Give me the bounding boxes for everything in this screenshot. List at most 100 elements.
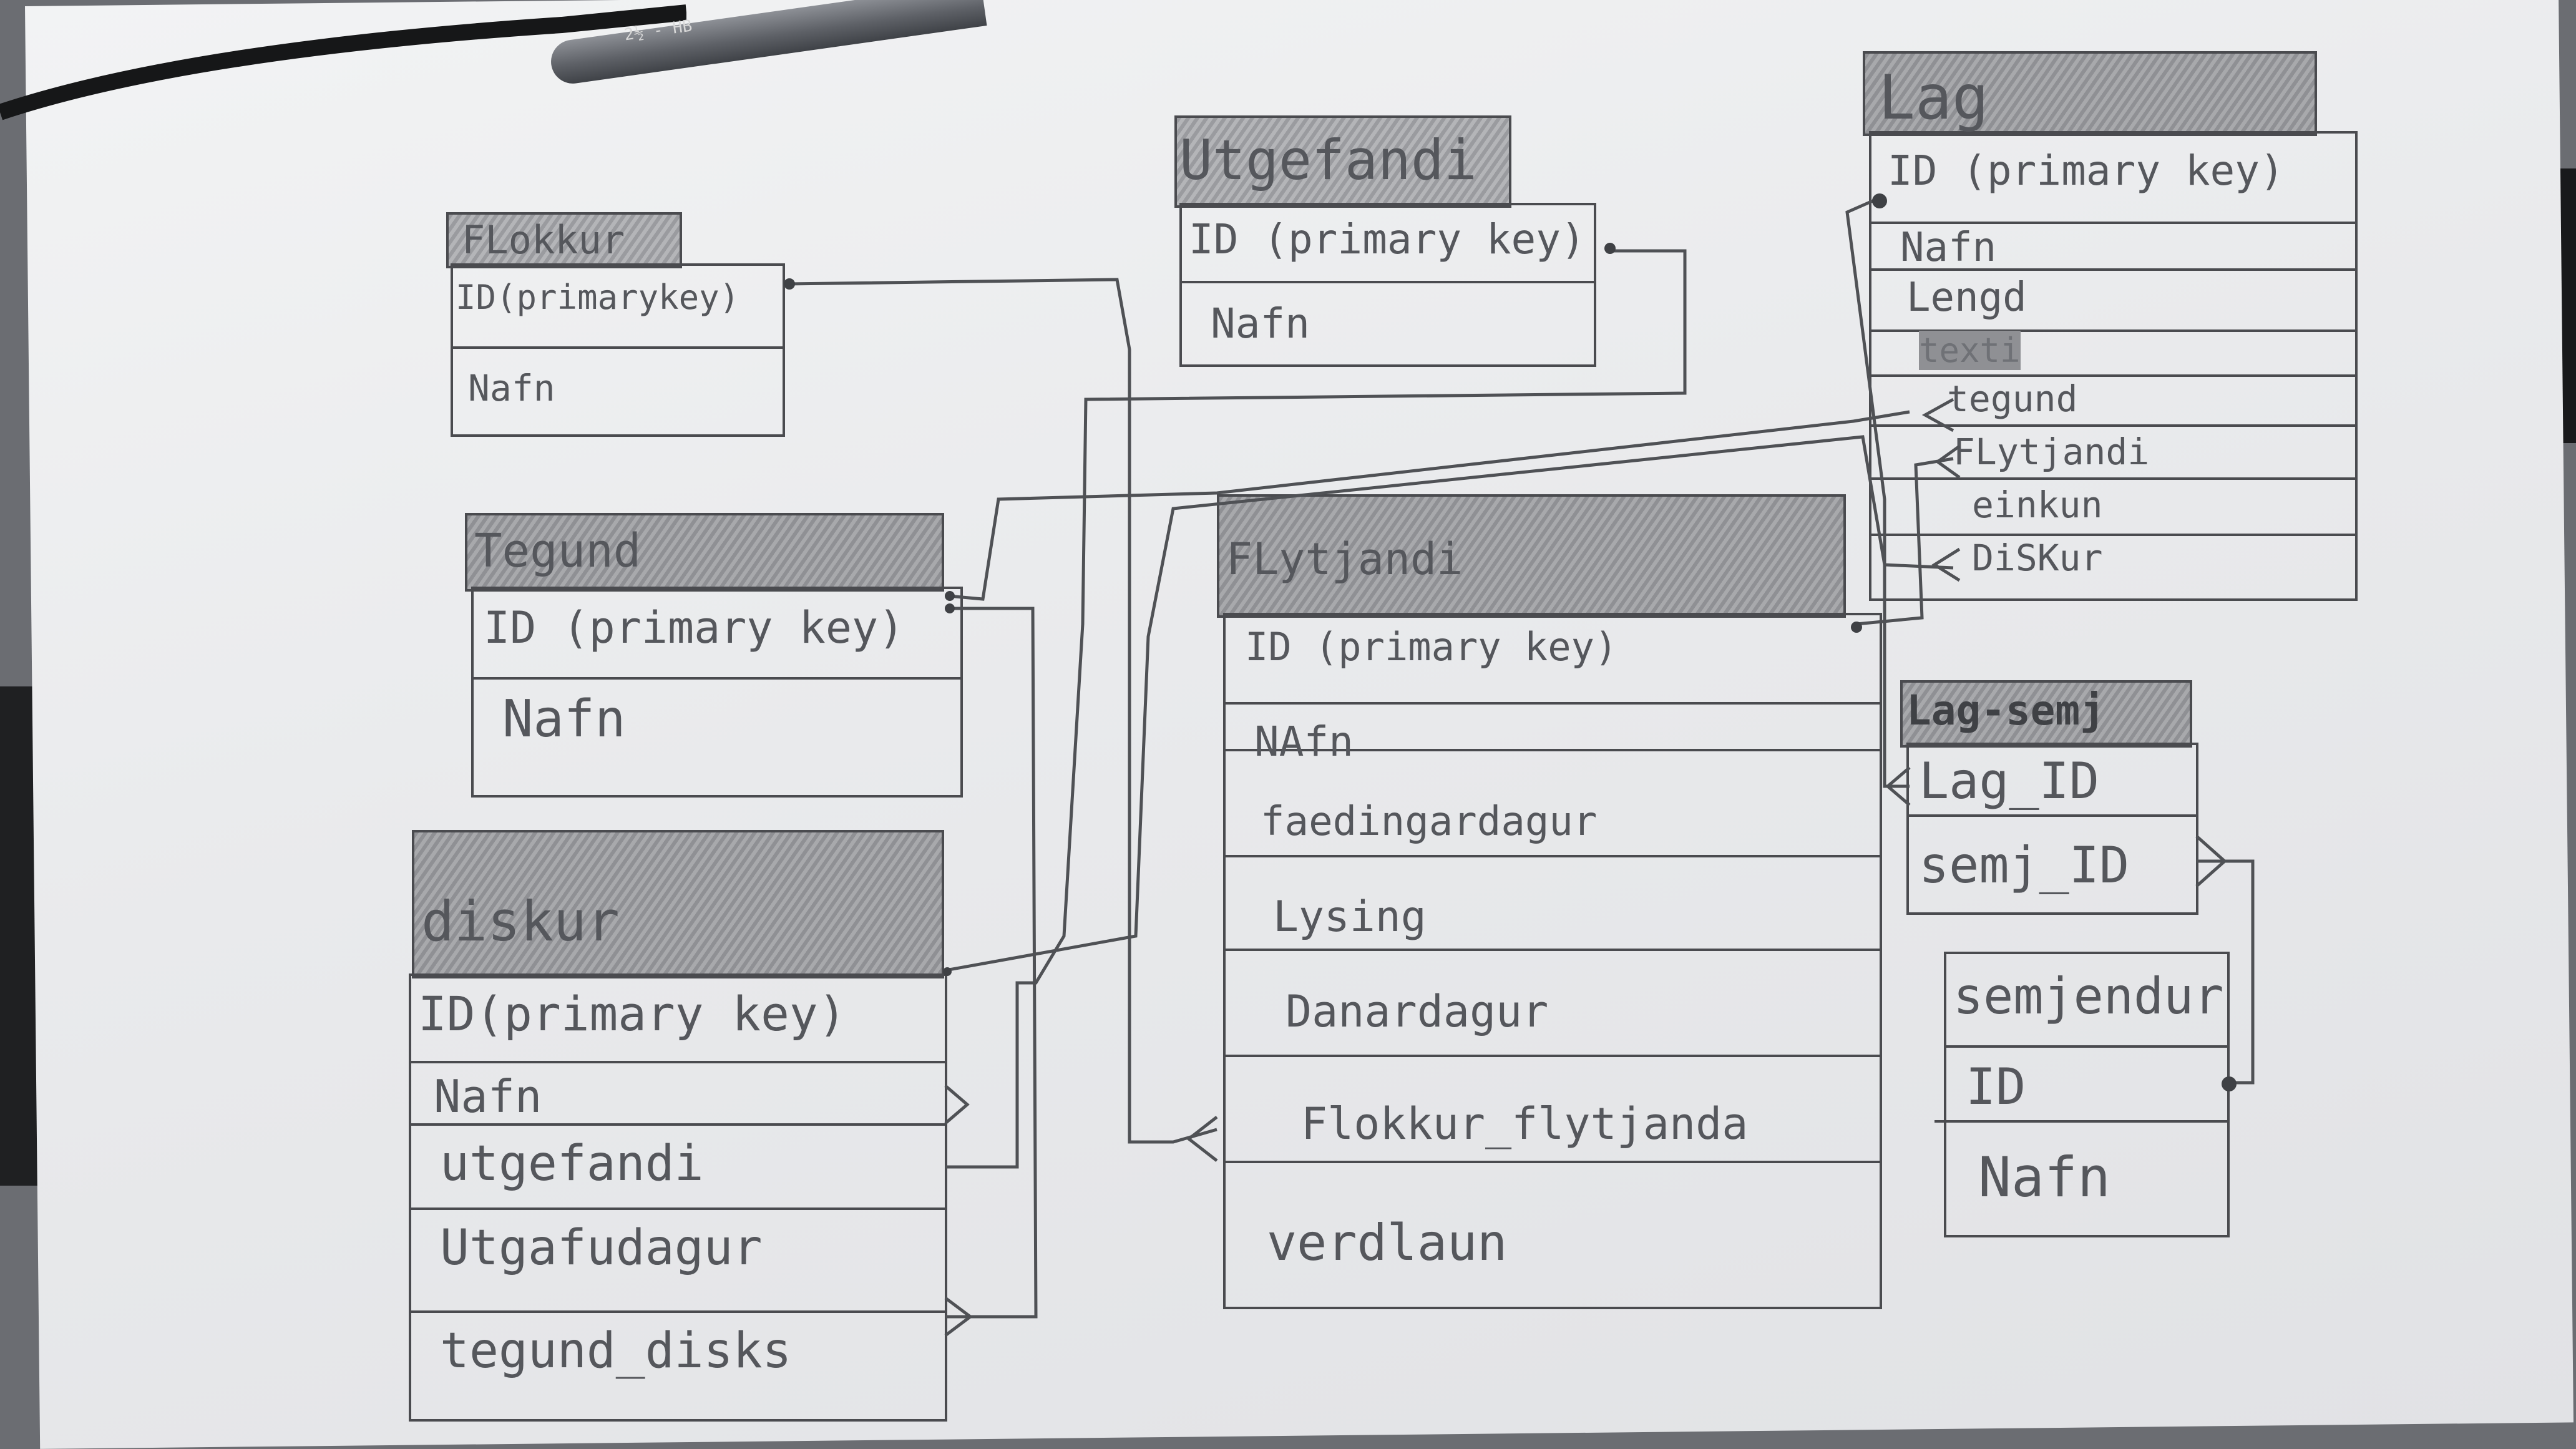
row-divider: [1869, 329, 2355, 332]
table-field: Danardagur: [1286, 986, 1549, 1037]
crows-foot: [1921, 398, 1954, 432]
row-divider: [1869, 534, 2355, 536]
table-field: faedingardagur: [1261, 799, 1598, 845]
table-title-bar: [412, 830, 944, 978]
table-field: utgefandi: [440, 1136, 704, 1192]
connector-dot: [1851, 622, 1862, 633]
table-title: Utgefandi: [1179, 128, 1477, 192]
table-body: [471, 587, 963, 798]
crows-foot: [1186, 1116, 1218, 1162]
row-divider: [1179, 281, 1594, 283]
table-field: Lengd: [1906, 275, 2027, 321]
table-body: [451, 263, 785, 437]
crows-foot: [944, 1085, 970, 1125]
cable: [0, 4, 686, 120]
row-divider: [409, 1061, 945, 1063]
table-field: DiSKur: [1972, 537, 2103, 579]
table-field: semj_ID: [1919, 836, 2130, 894]
row-divider: [1223, 855, 1880, 857]
relationship-line: [2197, 859, 2255, 1085]
table-field: Nafn: [434, 1070, 542, 1123]
relationship-line: [789, 278, 1217, 1144]
row-divider: [1944, 1045, 2227, 1048]
table-field: Utgafudagur: [440, 1220, 763, 1276]
table-body: [409, 973, 947, 1422]
row-divider: [1906, 814, 2196, 817]
row-divider: [1223, 1055, 1880, 1057]
table-title: Lag-semj: [1906, 686, 2105, 734]
table-field: ID(primary key): [418, 986, 847, 1042]
row-divider: [1869, 477, 2355, 480]
row-divider: [471, 677, 960, 680]
table-field: ID (primary key): [1245, 624, 1618, 670]
row-divider: [1869, 222, 2355, 224]
relationship-line: [1856, 457, 1954, 626]
connector-dot: [945, 603, 955, 613]
table-body: [1944, 952, 2230, 1237]
table-field-struck: texti: [1919, 331, 2021, 370]
table-field: Nafn: [468, 367, 555, 409]
table-title-bar: [1174, 115, 1511, 208]
table-title-bar: [465, 513, 944, 592]
row-divider: [1869, 424, 2355, 427]
table-title: diskur: [421, 889, 620, 954]
row-divider: [409, 1310, 945, 1313]
table-field: ID (primary key): [484, 602, 905, 653]
relationship-line: [1845, 197, 1910, 788]
table-field: Nafn: [1978, 1145, 2110, 1209]
table-title-bar: [1863, 51, 2317, 136]
row-divider: [1223, 949, 1880, 951]
relationship-line: [945, 249, 1687, 1169]
table-field: FLytjandi: [1953, 431, 2150, 473]
crows-foot: [1934, 444, 1961, 479]
connector-dot: [784, 278, 795, 290]
table-field: ID (primary key): [1189, 215, 1586, 263]
table-title: Lag: [1878, 62, 1989, 134]
row-divider: [1869, 268, 2355, 271]
table-title: FLytjandi: [1226, 534, 1463, 585]
table-title-bar: [1217, 494, 1846, 618]
row-divider: [1223, 1161, 1880, 1163]
table-title-bar: [446, 212, 682, 268]
crows-foot: [1885, 766, 1911, 806]
connector-dot: [943, 967, 952, 976]
row-divider: [1223, 749, 1880, 751]
table-title: Tegund: [474, 524, 642, 578]
connector-dot: [2222, 1076, 2237, 1091]
relationship-line: [945, 607, 1038, 1319]
table-field: Nafn: [1211, 300, 1310, 348]
crows-foot: [944, 1297, 973, 1337]
crows-foot: [2195, 835, 2227, 887]
relationship-line: [948, 410, 1910, 601]
row-divider: [409, 1123, 945, 1126]
table-field: Lag_ID: [1919, 752, 2099, 810]
connector-dot: [1872, 193, 1887, 208]
connector-dot: [945, 591, 955, 601]
table-field: einkun: [1972, 484, 2103, 526]
table-title: semjendur: [1953, 967, 2224, 1025]
table-field: ID(primarykey): [456, 278, 740, 317]
relationship-line: [945, 435, 1954, 972]
table-body: [1223, 613, 1882, 1309]
table-field: tegund_disks: [440, 1323, 792, 1379]
table-body: [1869, 131, 2358, 601]
crows-foot: [1931, 547, 1961, 582]
row-divider: [451, 346, 783, 349]
table-field: NAfn: [1254, 718, 1354, 766]
table-field: verdlaun: [1267, 1214, 1508, 1272]
connector-dot: [1604, 243, 1616, 254]
table-body: [1906, 743, 2198, 915]
table-body: [1179, 203, 1596, 367]
row-divider: [1934, 1120, 2227, 1123]
table-field: ID: [1966, 1058, 2026, 1116]
table-field: Lysing: [1273, 892, 1427, 942]
row-divider: [1869, 374, 2355, 377]
table-field: tegund: [1947, 378, 2078, 420]
row-divider: [1223, 702, 1880, 705]
table-field: Nafn: [502, 690, 626, 749]
table-field: Nafn: [1900, 225, 1997, 271]
row-divider: [409, 1208, 945, 1210]
table-field: Flokkur_flytjanda: [1301, 1098, 1749, 1149]
table-title-bar: [1900, 680, 2192, 748]
